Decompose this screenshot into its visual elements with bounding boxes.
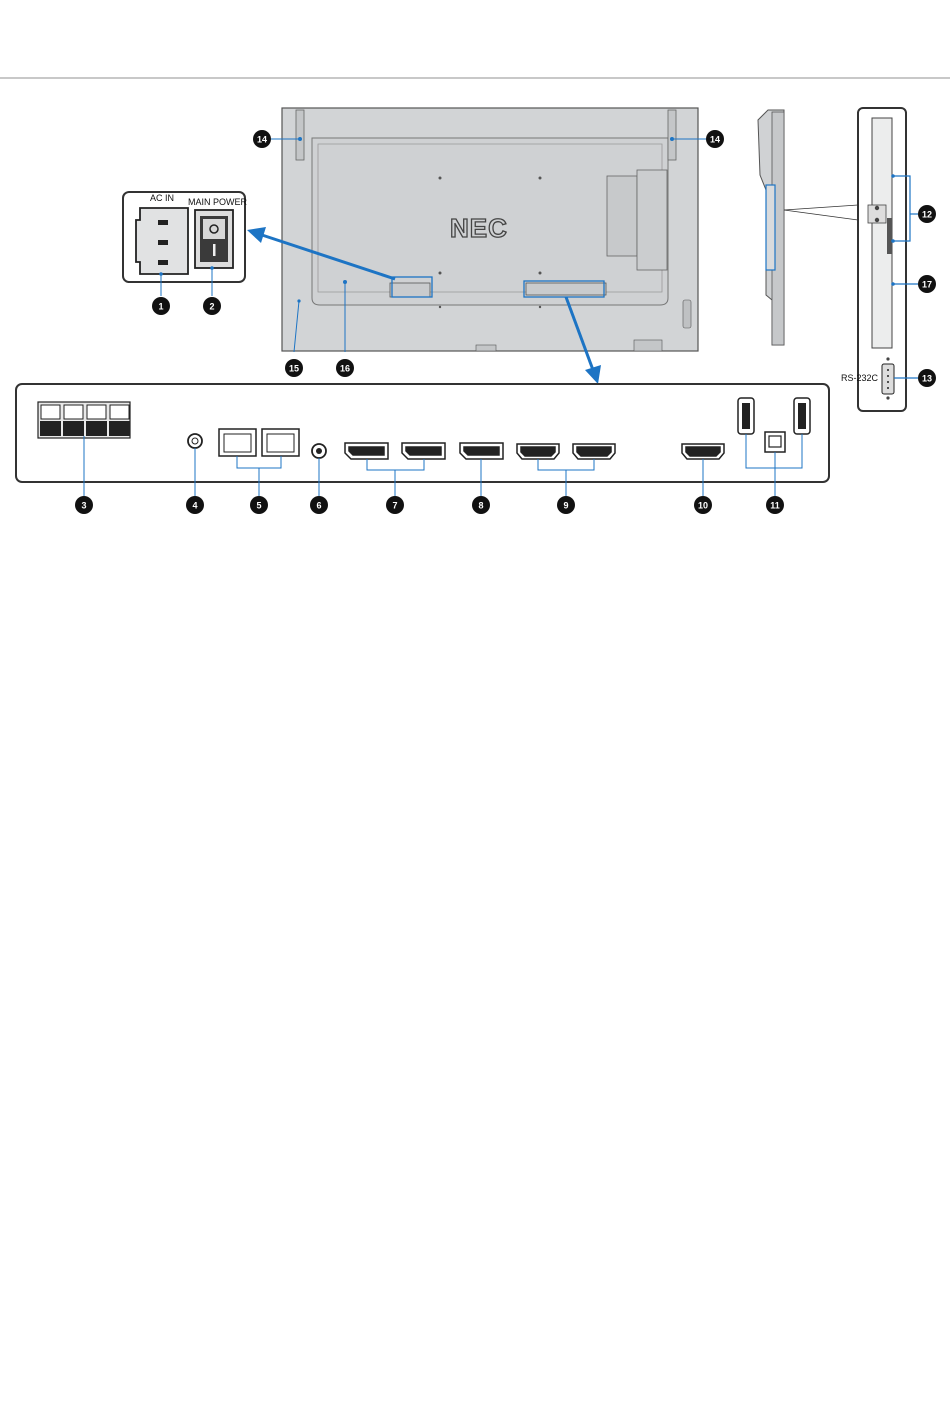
handle-right: [668, 110, 676, 160]
svg-text:14: 14: [710, 135, 720, 145]
callout-3: 3: [75, 496, 93, 514]
callout-4: 4: [186, 496, 204, 514]
svg-text:1: 1: [158, 302, 163, 312]
svg-text:11: 11: [770, 501, 780, 511]
svg-text:17: 17: [922, 280, 932, 290]
callout-8: 8: [472, 496, 490, 514]
rs232c-label: RS-232C: [841, 373, 879, 383]
svg-text:14: 14: [257, 135, 267, 145]
svg-text:6: 6: [316, 501, 321, 511]
callout-5: 5: [250, 496, 268, 514]
terminal-strip-inset: [16, 384, 829, 496]
side-panel-inset: RS-232C: [841, 108, 918, 411]
svg-text:2: 2: [209, 302, 214, 312]
hdmi-out: [682, 444, 724, 459]
control-port-block: [38, 402, 130, 438]
callout-16: 16: [336, 359, 354, 377]
callout-6: 6: [310, 496, 328, 514]
svg-text:7: 7: [392, 501, 397, 511]
handle-left: [296, 110, 304, 160]
brand-logo: NEC: [450, 213, 508, 243]
callout-9: 9: [557, 496, 575, 514]
main-power-label: MAIN POWER: [188, 197, 248, 207]
callout-7: 7: [386, 496, 404, 514]
callout-10: 10: [694, 496, 712, 514]
svg-text:3: 3: [81, 501, 86, 511]
power-inset: AC IN MAIN POWER: [123, 192, 248, 296]
rs232c-connector: [882, 364, 894, 394]
svg-text:12: 12: [922, 210, 932, 220]
callout-12: 12: [918, 205, 936, 223]
svg-text:10: 10: [698, 501, 708, 511]
callout-11: 11: [766, 496, 784, 514]
callout-13: 13: [918, 369, 936, 387]
callout-17: 17: [918, 275, 936, 293]
callout-15: 15: [285, 359, 303, 377]
monitor-side-view: [758, 110, 858, 345]
callout-2: 2: [203, 297, 221, 315]
svg-text:9: 9: [563, 501, 568, 511]
callout-14-left: 14: [253, 130, 271, 148]
svg-text:16: 16: [340, 364, 350, 374]
ac-in-label: AC IN: [150, 193, 174, 203]
callout-14-right: 14: [706, 130, 724, 148]
monitor-back-view: NEC: [282, 108, 698, 352]
callout-1: 1: [152, 297, 170, 315]
svg-text:13: 13: [922, 374, 932, 384]
svg-text:8: 8: [478, 501, 483, 511]
svg-text:4: 4: [192, 501, 197, 511]
svg-text:15: 15: [289, 364, 299, 374]
svg-text:5: 5: [256, 501, 261, 511]
displayport-out: [460, 443, 503, 459]
